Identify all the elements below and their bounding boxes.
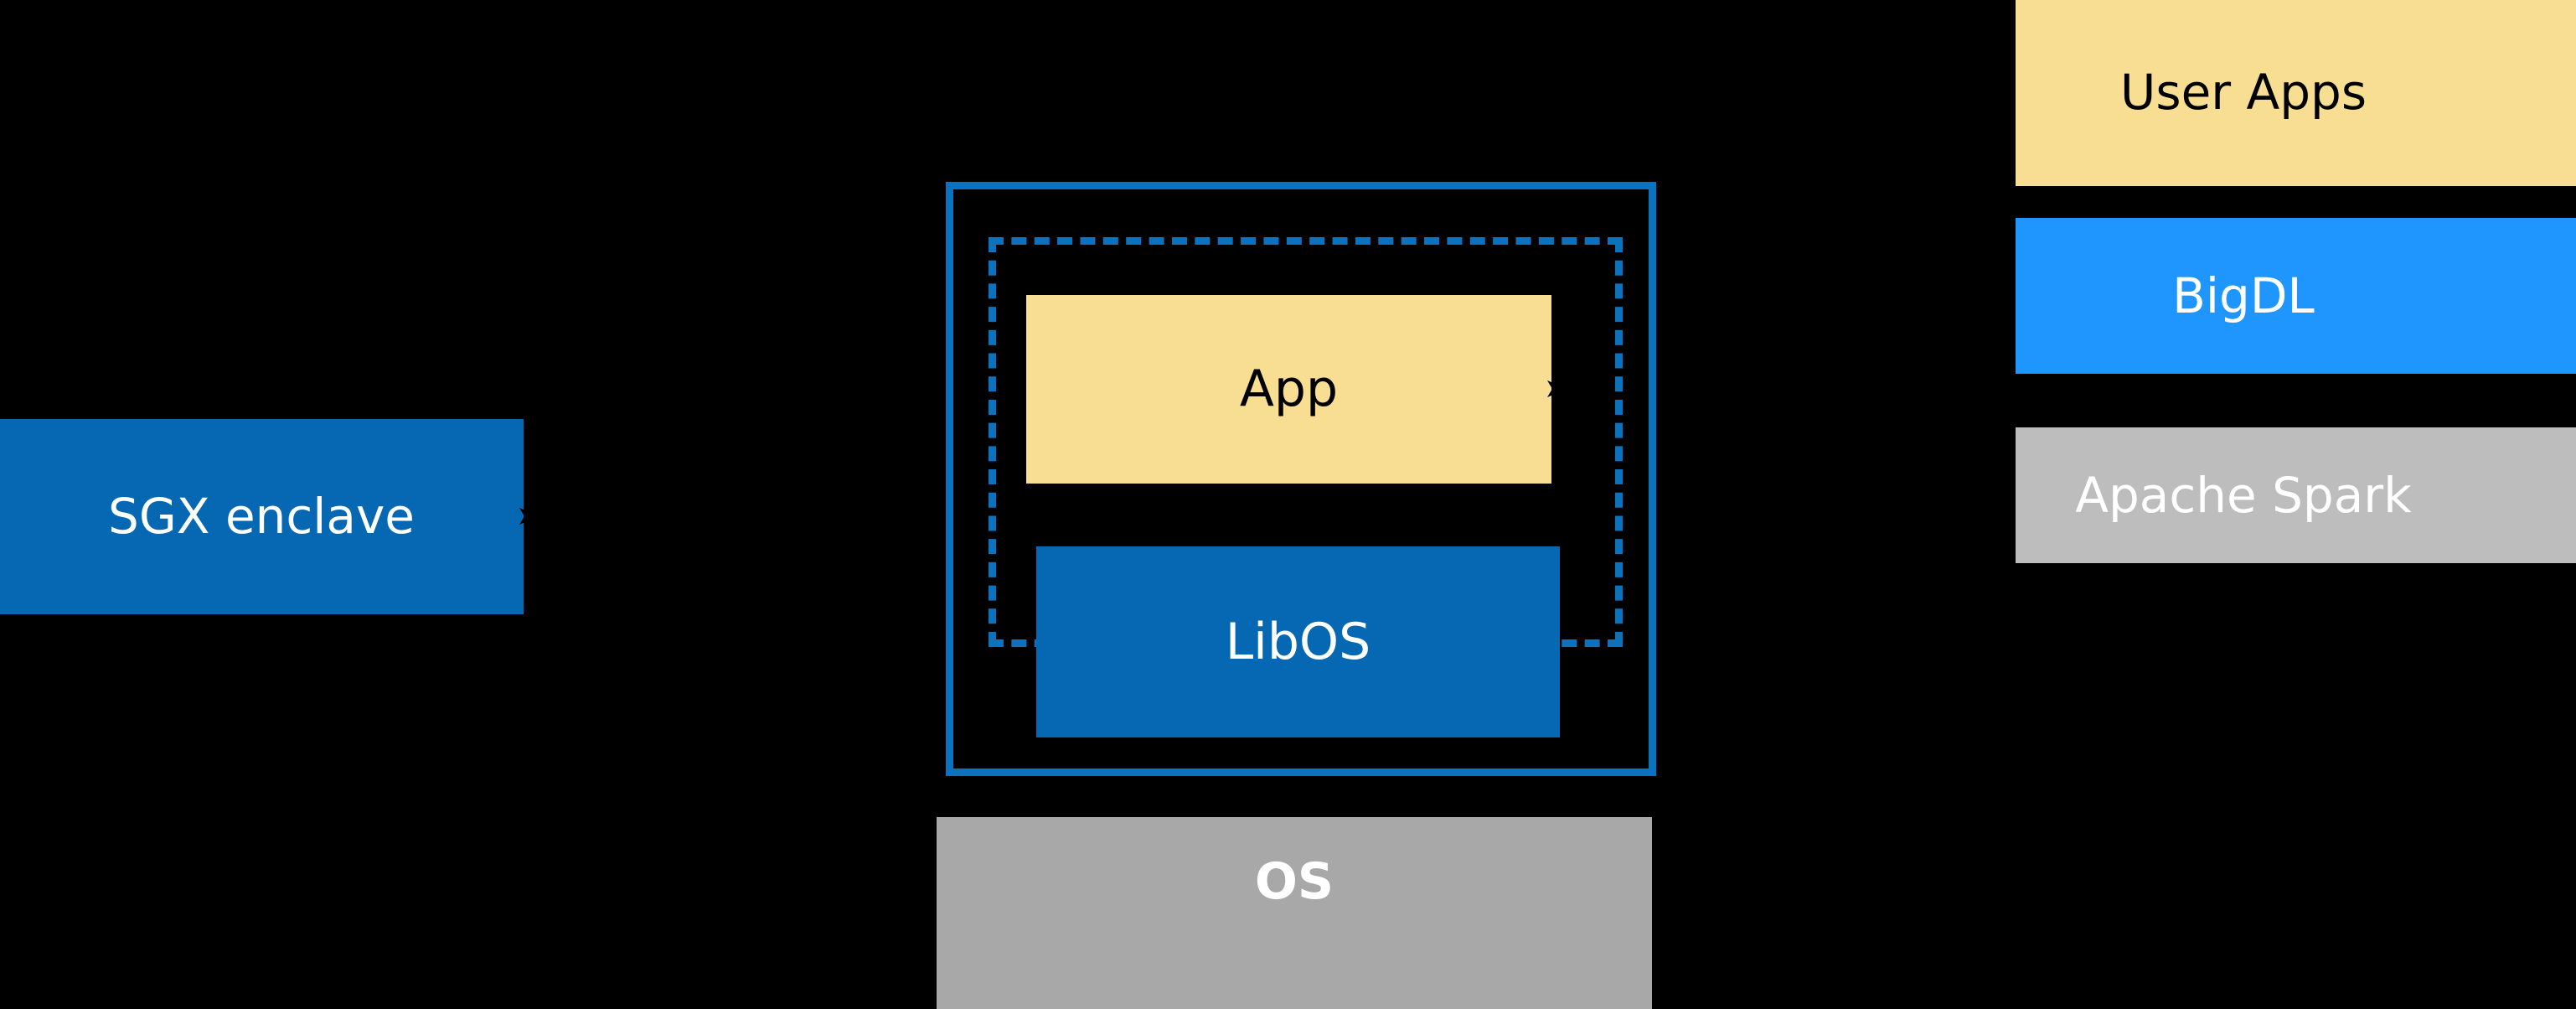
app-box[interactable]: App: [1026, 295, 1551, 484]
apache-spark-label: Apache Spark: [2075, 466, 2412, 524]
user-apps-label: User Apps: [2119, 64, 2367, 122]
app-label: App: [1239, 360, 1339, 418]
bigdl-label: BigDL: [2172, 266, 2315, 324]
os-label: OS: [1254, 852, 1334, 911]
sgx-enclave-boundary-solid: [946, 182, 1656, 776]
sgx-enclave-box[interactable]: SGX enclave: [0, 419, 524, 614]
app-pointer-arrow-icon: [1547, 380, 1567, 397]
os-box[interactable]: OS: [937, 817, 1652, 1009]
libos-label: LibOS: [1225, 612, 1371, 671]
bigdl-box[interactable]: BigDL: [2016, 218, 2576, 374]
enclave-pointer-arrow-icon: [519, 508, 539, 525]
sgx-enclave-label: SGX enclave: [108, 488, 415, 546]
apache-spark-box[interactable]: Apache Spark: [2016, 427, 2576, 563]
user-apps-box[interactable]: User Apps: [2016, 0, 2576, 186]
libos-box[interactable]: LibOS: [1036, 546, 1560, 737]
